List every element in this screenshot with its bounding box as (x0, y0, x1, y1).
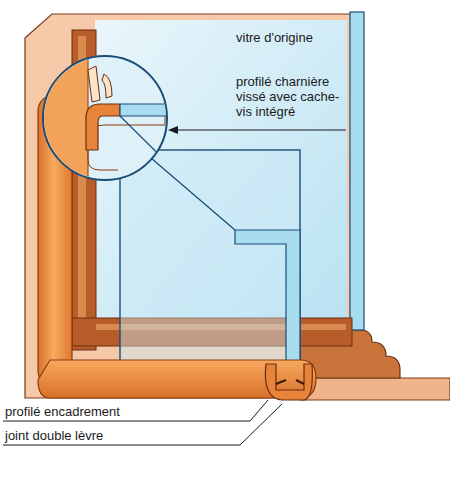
glass-edge-line (120, 116, 235, 230)
leader-line (3, 404, 282, 445)
new-glass (120, 150, 300, 395)
double-lip-seal (276, 380, 304, 384)
glass-edge-line (151, 158, 235, 230)
leader-line (176, 130, 346, 131)
part-label: profilé encadrement (5, 404, 205, 419)
leader-arrowhead (168, 126, 178, 134)
leader-line (3, 400, 268, 421)
window-sill (300, 378, 450, 400)
part-label: joint double lèvre (5, 428, 205, 443)
screw-cover (88, 66, 112, 102)
inset-glass (120, 104, 180, 116)
original-glass-edge (350, 12, 364, 330)
wall (25, 14, 352, 398)
inset-frame (40, 50, 88, 190)
profile-section (265, 364, 312, 400)
hinge-profile (86, 104, 120, 150)
part-label: vitre d'origine (236, 30, 346, 45)
part-label: profilé charnière vissé avec cache-vis i… (236, 74, 344, 119)
